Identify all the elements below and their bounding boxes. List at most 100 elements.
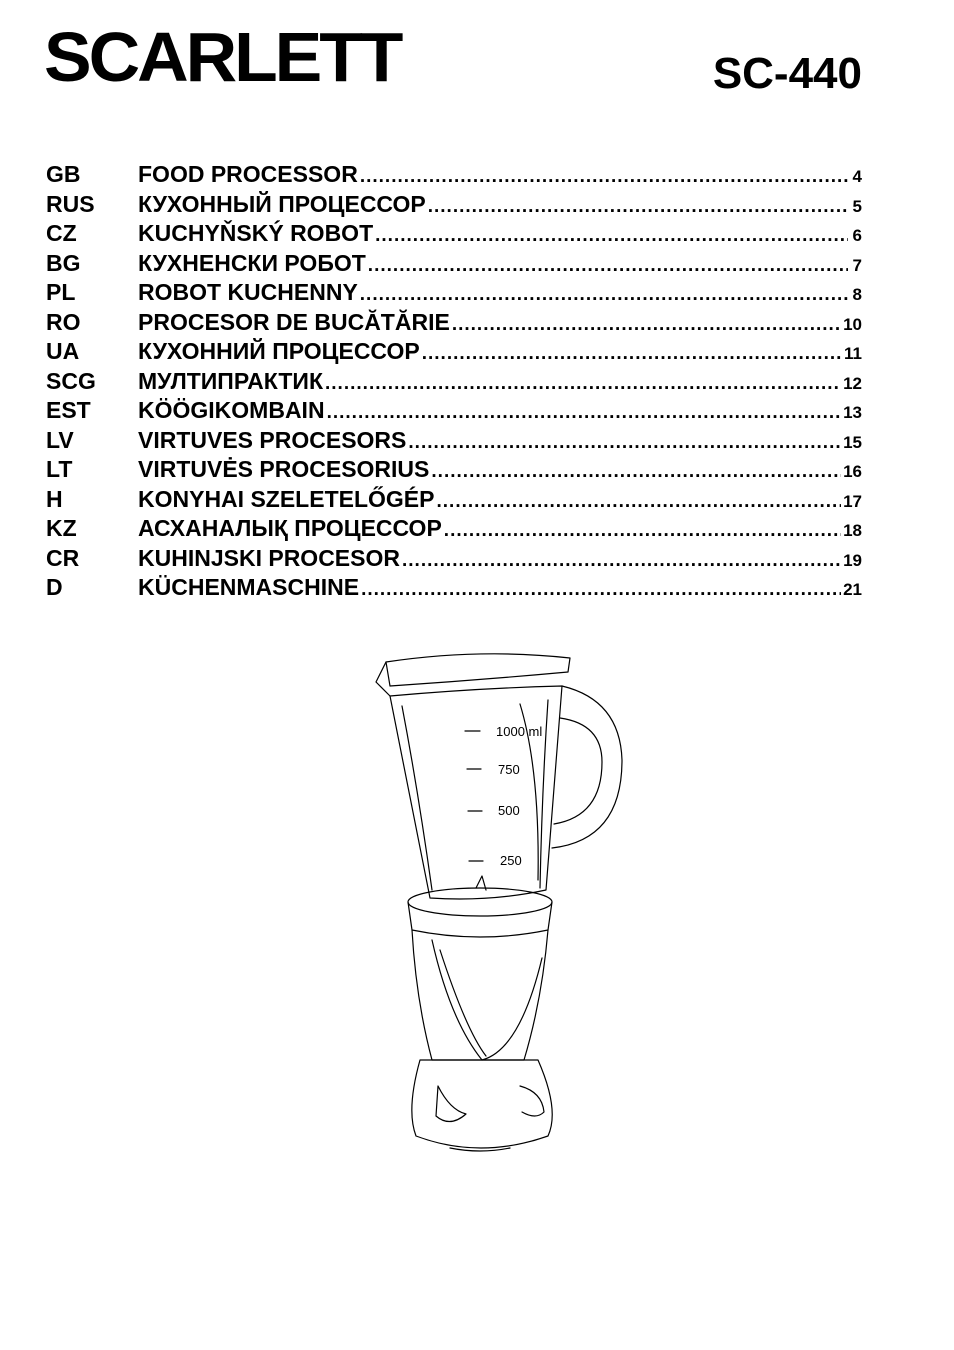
toc-page-number: 17 bbox=[843, 491, 862, 511]
toc-row[interactable]: H KONYHAI SZELETELŐGÉP 17 bbox=[46, 485, 862, 515]
toc-title: КУХОННЫЙ ПРОЦЕССОР bbox=[138, 190, 426, 217]
toc-row[interactable]: BG КУХНЕНСКИ РОБОТ 7 bbox=[46, 249, 862, 279]
toc-page-number: 13 bbox=[843, 403, 862, 422]
toc-row[interactable]: CR KUHINJSKI PROCESOR 19 bbox=[46, 544, 862, 574]
toc-row[interactable]: CZ KUCHYŇSKÝ ROBOT 6 bbox=[46, 219, 862, 249]
blade bbox=[475, 875, 487, 891]
blender-illustration: 1000 ml 750 500 250 bbox=[370, 640, 640, 1160]
jug-inner-contour-2 bbox=[539, 699, 549, 889]
jug-body bbox=[389, 685, 563, 900]
toc-leader-dots bbox=[375, 221, 848, 251]
toc-leader-dots bbox=[402, 546, 841, 576]
toc-row[interactable]: RO PROCESOR DE BUCĂTĂRIE 10 bbox=[46, 308, 862, 338]
toc-leader-dots bbox=[361, 575, 841, 605]
toc-title: KUCHYŇSKÝ ROBOT bbox=[138, 220, 374, 246]
toc-page-number: 8 bbox=[852, 285, 862, 304]
toc-language-code: H bbox=[46, 485, 63, 512]
toc-page-number: 6 bbox=[852, 226, 862, 245]
jug-mark-label: 750 bbox=[498, 762, 520, 777]
toc-row[interactable]: UA КУХОННИЙ ПРОЦЕССОР 11 bbox=[46, 337, 862, 367]
toc-row[interactable]: SCG МУЛТИПРАКТИК 12 bbox=[46, 367, 862, 397]
jug-mark-label: 250 bbox=[500, 853, 522, 868]
toc-row[interactable]: LV VIRTUVES PROCESORS 15 bbox=[46, 426, 862, 456]
jug-lid bbox=[385, 653, 571, 687]
toc-page-number: 15 bbox=[843, 432, 862, 452]
jug-spout bbox=[375, 661, 391, 697]
toc-page-number: 4 bbox=[852, 167, 862, 186]
toc-language-code: BG bbox=[46, 249, 81, 276]
toc-row[interactable]: EST KÖÖGIKOMBAIN 13 bbox=[46, 396, 862, 426]
toc-leader-dots bbox=[368, 251, 848, 281]
toc-row[interactable]: GB FOOD PROCESSOR 4 bbox=[46, 160, 862, 190]
toc-language-code: PL bbox=[46, 279, 76, 305]
base-panel bbox=[431, 939, 543, 1061]
toc-row[interactable]: D KÜCHENMASCHINE 21 bbox=[46, 573, 862, 603]
toc-row[interactable]: KZ АСХАНАЛЫҚ ПРОЦЕССОР 18 bbox=[46, 514, 862, 544]
toc-row[interactable]: PL ROBOT KUCHENNY 8 bbox=[46, 278, 862, 308]
base-foot-rim bbox=[449, 1147, 511, 1152]
blender-drawing: 1000 ml 750 500 250 bbox=[375, 653, 623, 1152]
jug-inner-contour-3 bbox=[519, 703, 539, 881]
toc-title: ROBOT KUCHENNY bbox=[138, 279, 358, 305]
toc-leader-dots bbox=[360, 162, 848, 192]
toc-title: КУХНЕНСКИ РОБОТ bbox=[138, 249, 366, 276]
toc-page-number: 19 bbox=[843, 550, 862, 570]
model-number: SC-440 bbox=[712, 49, 862, 98]
toc-language-code: D bbox=[46, 574, 63, 600]
jug-handle-inner bbox=[553, 717, 603, 825]
toc-language-code: LT bbox=[46, 456, 73, 482]
toc-title: FOOD PROCESSOR bbox=[138, 161, 358, 187]
toc-leader-dots bbox=[428, 192, 848, 222]
toc-title: KONYHAI SZELETELŐGÉP bbox=[138, 485, 435, 512]
toc-language-code: LV bbox=[46, 426, 74, 453]
toc-leader-dots bbox=[422, 339, 842, 369]
toc-row[interactable]: LT VIRTUVĖS PROCESORIUS 16 bbox=[46, 455, 862, 485]
toc-page-number: 16 bbox=[843, 462, 862, 481]
jug-mark-label: 500 bbox=[498, 803, 520, 818]
toc-language-code: GB bbox=[46, 161, 81, 187]
toc-language-code: EST bbox=[46, 397, 91, 423]
jug-handle bbox=[551, 685, 623, 849]
toc-title: VIRTUVĖS PROCESORIUS bbox=[138, 456, 430, 482]
toc-title: КУХОННИЙ ПРОЦЕССОР bbox=[138, 338, 420, 364]
toc-title: KÖÖGIKOMBAIN bbox=[138, 397, 325, 423]
toc-title: МУЛТИПРАКТИК bbox=[138, 367, 323, 394]
base-foot-detail-2 bbox=[519, 1085, 545, 1117]
toc-language-code: CZ bbox=[46, 220, 77, 246]
base-collar bbox=[407, 901, 553, 938]
toc-page-number: 11 bbox=[844, 344, 862, 363]
toc-page-number: 10 bbox=[843, 314, 862, 334]
jug-mark-label: 1000 ml bbox=[496, 724, 542, 739]
toc-leader-dots bbox=[327, 398, 842, 428]
toc-title: PROCESOR DE BUCĂTĂRIE bbox=[138, 308, 450, 335]
toc-leader-dots bbox=[452, 310, 841, 340]
base-body bbox=[411, 929, 549, 1061]
toc-language-code: SCG bbox=[46, 367, 96, 394]
toc-page-number: 12 bbox=[843, 373, 862, 393]
base-panel-inner bbox=[439, 949, 487, 1057]
base-foot-detail bbox=[435, 1085, 467, 1123]
toc-language-code: CR bbox=[46, 544, 80, 571]
toc-leader-dots bbox=[431, 457, 841, 487]
toc-title: KÜCHENMASCHINE bbox=[138, 574, 360, 600]
toc-language-code: RUS bbox=[46, 190, 95, 217]
toc-language-code: UA bbox=[46, 338, 80, 364]
toc-leader-dots bbox=[325, 369, 841, 399]
table-of-contents: GB FOOD PROCESSOR 4 RUS КУХОННЫЙ ПРОЦЕСС… bbox=[46, 160, 862, 603]
toc-page-number: 7 bbox=[852, 255, 862, 275]
toc-leader-dots bbox=[436, 487, 841, 517]
toc-page-number: 18 bbox=[843, 521, 862, 540]
toc-leader-dots bbox=[360, 280, 848, 310]
toc-title: АСХАНАЛЫҚ ПРОЦЕССОР bbox=[138, 515, 442, 541]
jug-inner-contour bbox=[401, 705, 433, 891]
toc-page-number: 21 bbox=[843, 580, 862, 599]
toc-language-code: KZ bbox=[46, 515, 77, 541]
toc-language-code: RO bbox=[46, 308, 81, 335]
toc-page-number: 5 bbox=[852, 196, 862, 216]
toc-title: KUHINJSKI PROCESOR bbox=[138, 544, 400, 571]
base-foot bbox=[411, 1059, 553, 1149]
toc-leader-dots bbox=[444, 516, 841, 546]
toc-row[interactable]: RUS КУХОННЫЙ ПРОЦЕССОР 5 bbox=[46, 190, 862, 220]
toc-title: VIRTUVES PROCESORS bbox=[138, 426, 407, 453]
base-collar-top bbox=[407, 887, 553, 917]
